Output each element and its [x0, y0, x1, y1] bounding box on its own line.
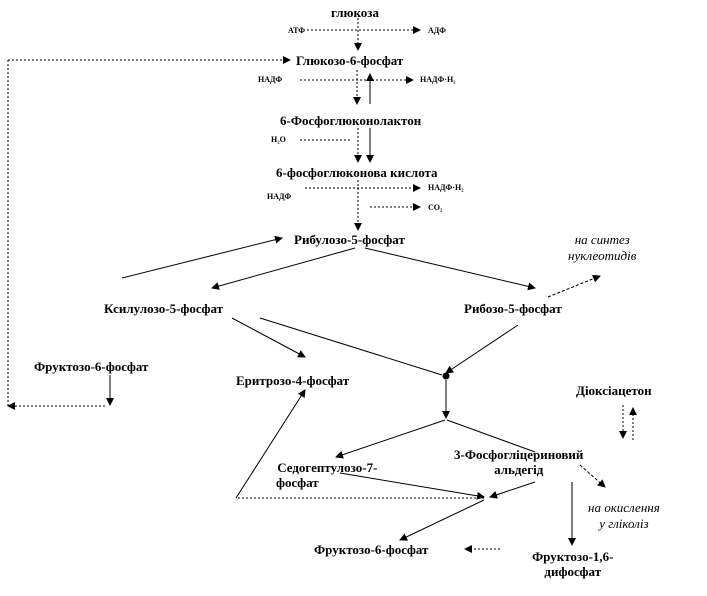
cofactor-co2: СО₂	[428, 203, 443, 212]
node-glucose-6-phosphate: Глюкозо-6-фосфат	[296, 53, 404, 68]
arrow-to-erythrose	[235, 389, 306, 499]
annotation-nucleotide-line2: нуклеотидів	[568, 248, 637, 263]
node-glucose: глюкоза	[331, 5, 380, 20]
node-dihydroxyacetone: Діоксіацетон	[576, 383, 652, 398]
cofactor-nadph-1: НАДФ·Н₂	[420, 75, 456, 84]
node-fructose-1-6-bisphosphate: Фруктозо-1,6- дифосфат	[532, 549, 614, 579]
node-glyceraldehyde-3-phosphate: 3-Фосфогліцериновий альдегід	[454, 447, 583, 477]
node-ribose-5-phosphate: Рибозо-5-фосфат	[464, 301, 562, 316]
junction-dot	[442, 372, 450, 380]
node-fbp-line1: Фруктозо-1,6-	[532, 549, 614, 564]
arrow-ribose-to-nucleotides	[547, 274, 601, 298]
cofactor-adp: АДФ	[428, 26, 447, 35]
arrow-to-ribulose	[121, 235, 283, 279]
node-fructose-6-phosphate-bottom: Фруктозо-6-фосфат	[314, 542, 429, 557]
arrow-xylulose-to-erythrose	[231, 317, 306, 358]
annotation-oxidation-glycolysis: на окислення у гліколіз	[588, 500, 660, 532]
arrow-glyceraldehyde-to-junction	[489, 481, 536, 499]
node-sedoheptulose-7-phosphate: Седогептулозо-7- фосфат	[276, 460, 379, 490]
arrow-junction-to-fructose-bottom	[399, 499, 485, 541]
node-fbp-line2: дифосфат	[544, 564, 602, 579]
arrow-glyceraldehyde-to-glycolysis	[579, 464, 606, 488]
node-sedoheptulose-line2: фосфат	[276, 475, 319, 490]
arrow-sedoheptulose-to-junction	[339, 472, 485, 500]
cofactor-water: Н₂О	[271, 135, 286, 144]
cofactor-nadp-1: НАДФ	[258, 75, 283, 84]
arrow-ribose-to-junction	[445, 324, 519, 374]
arrow-to-sedoheptulose	[335, 419, 446, 459]
cofactor-nadp-2: НАДФ	[267, 192, 292, 201]
arrow-ribulose-to-xylulose	[211, 247, 356, 290]
cofactor-nadph-2: НАДФ·Н₂	[428, 183, 464, 192]
cofactor-atp: АТФ	[288, 26, 306, 35]
annotation-nucleotide-synthesis: на синтез нуклеотидів	[568, 232, 636, 264]
node-glyceraldehyde-line2: альдегід	[494, 462, 544, 477]
annotation-nucleotide-line1: на синтез	[574, 232, 630, 247]
node-erythrose-4-phosphate: Еритрозо-4-фосфат	[236, 373, 350, 388]
node-6-phosphogluconic-acid: 6-фосфоглюконова кислота	[276, 165, 438, 180]
annotation-oxidation-line2: у гліколіз	[599, 516, 649, 531]
node-sedoheptulose-line1: Седогептулозо-7-	[277, 460, 378, 475]
line-xylulose-to-junction	[259, 317, 443, 376]
node-glyceraldehyde-line1: 3-Фосфогліцериновий	[454, 447, 584, 462]
node-fructose-6-phosphate-left: Фруктозо-6-фосфат	[34, 359, 149, 374]
node-6-phosphogluconolactone: 6-Фосфоглюконолактон	[280, 113, 422, 128]
line-to-glyceraldehyde	[446, 419, 536, 453]
node-xylulose-5-phosphate: Ксилулозо-5-фосфат	[104, 301, 224, 316]
node-ribulose-5-phosphate: Рибулозо-5-фосфат	[294, 232, 405, 247]
arrow-ribulose-to-ribose	[364, 247, 536, 291]
annotation-oxidation-line1: на окислення	[588, 500, 660, 515]
